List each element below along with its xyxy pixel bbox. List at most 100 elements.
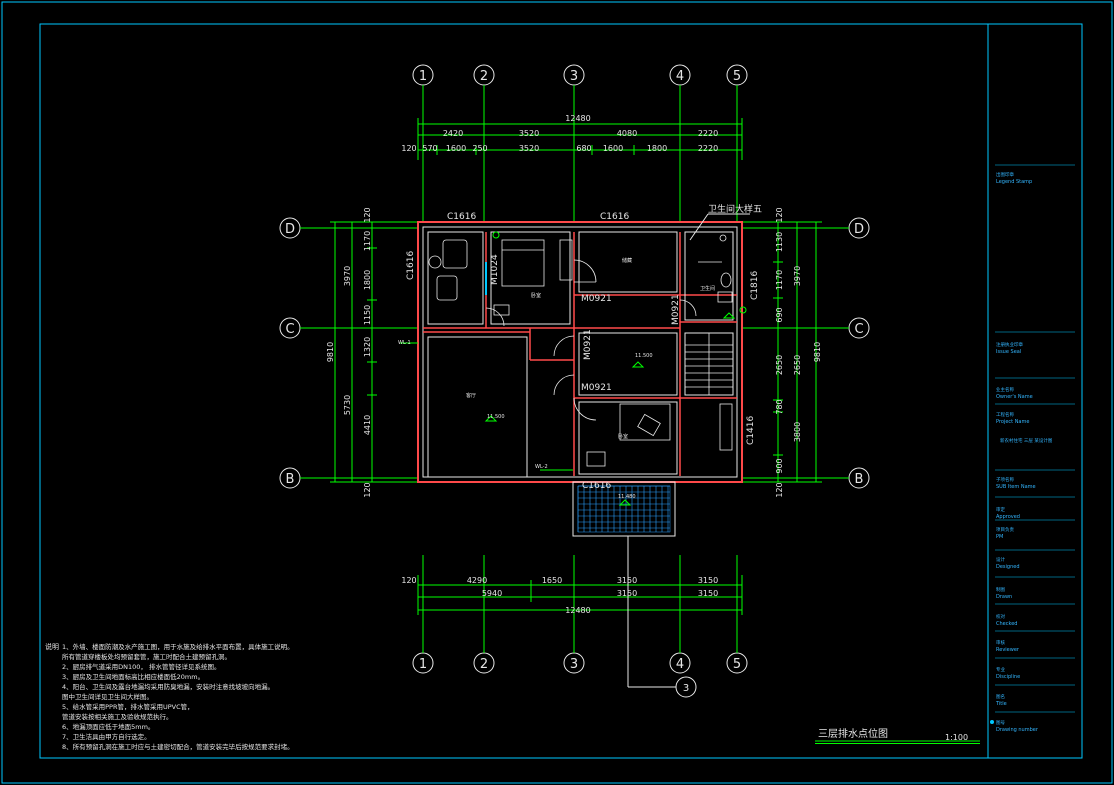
axis-bubble-4-top: 4 xyxy=(669,64,691,86)
title-field-label: 专业 xyxy=(996,666,1005,673)
svg-text:4290: 4290 xyxy=(467,576,487,585)
svg-text:120: 120 xyxy=(363,482,372,497)
floor-drain-icon xyxy=(631,361,645,368)
svg-text:3、厨房及卫生间地面标高比相应楼面低20mm。: 3、厨房及卫生间地面标高比相应楼面低20mm。 xyxy=(62,672,204,681)
svg-text:2220: 2220 xyxy=(698,129,718,138)
svg-text:3150: 3150 xyxy=(698,576,718,585)
svg-text:900: 900 xyxy=(775,458,784,473)
room-outlines xyxy=(427,231,734,478)
title-field-label: 子项名称 xyxy=(996,476,1014,483)
svg-text:120: 120 xyxy=(775,482,784,497)
axis-bubble-4-bottom: 4 xyxy=(669,652,691,674)
grid-axes-left: D C B xyxy=(279,217,301,489)
axis-bubble-3-bottom: 3 xyxy=(563,652,585,674)
svg-text:1170: 1170 xyxy=(363,231,372,251)
title-field-label-en: PM xyxy=(996,534,1003,540)
svg-text:3150: 3150 xyxy=(617,576,637,585)
svg-text:120: 120 xyxy=(401,576,416,585)
title-field-label: 工程名称 xyxy=(996,411,1014,418)
svg-text:1130: 1130 xyxy=(775,232,784,252)
exterior-wall-inner-line xyxy=(422,226,738,478)
door-label: M0921 xyxy=(583,329,593,360)
svg-text:1170: 1170 xyxy=(775,270,784,290)
window-label: C1816 xyxy=(750,271,760,300)
top-dimension-lines xyxy=(417,118,743,160)
svg-text:9810: 9810 xyxy=(326,342,335,362)
axis-bubble-3-top: 3 xyxy=(563,64,585,86)
door-label: M0921 xyxy=(581,383,612,393)
axis-bubble-2-bottom: 2 xyxy=(473,652,495,674)
svg-text:680: 680 xyxy=(576,144,591,153)
drain-points xyxy=(400,231,747,506)
notes-heading: 说明 xyxy=(45,642,59,651)
svg-text:3970: 3970 xyxy=(793,266,802,286)
svg-text:卫生间: 卫生间 xyxy=(700,285,715,292)
left-dimension-lines xyxy=(330,221,418,483)
title-field-label-en: Issue Seal xyxy=(996,349,1021,355)
axis-bubble-B-right: B xyxy=(848,467,870,489)
svg-text:3150: 3150 xyxy=(698,589,718,598)
svg-text:C: C xyxy=(285,322,294,337)
title-field-label-en: Drawn xyxy=(996,594,1012,600)
grid-axes-top: 1 2 3 4 5 xyxy=(412,64,748,86)
axis-bubble-1-top: 1 xyxy=(412,64,434,86)
svg-text:120: 120 xyxy=(401,144,416,153)
svg-text:2、厨房排气道采用DN100，: 2、厨房排气道采用DN100， 排水管管径详见系统图。 xyxy=(62,662,220,671)
svg-text:B: B xyxy=(286,472,295,487)
axis-bubble-2-top: 2 xyxy=(473,64,495,86)
axis-bubble-1-bottom: 1 xyxy=(412,652,434,674)
project-name-value: 新农村住宅 三层 某设计图 xyxy=(1000,437,1053,444)
door-label: M0921 xyxy=(581,294,612,304)
svg-text:1150: 1150 xyxy=(363,305,372,325)
svg-text:120: 120 xyxy=(775,207,784,222)
svg-text:所有管道穿楼板处均预留套管，施工时配合土建预留孔洞。: 所有管道穿楼板处均预留套管，施工时配合土建预留孔洞。 xyxy=(62,652,231,661)
svg-text:2: 2 xyxy=(480,657,488,672)
svg-text:5940: 5940 xyxy=(482,589,502,598)
svg-text:3: 3 xyxy=(570,657,578,672)
axis-bubble-5-top: 5 xyxy=(726,64,748,86)
bottom-dimension-texts: 120 4290 1650 3150 3150 5940 3150 3150 1… xyxy=(401,576,718,615)
svg-text:卫生间大样五: 卫生间大样五 xyxy=(708,203,762,215)
window-label: C1616 xyxy=(447,212,476,222)
inner-border xyxy=(39,23,1083,759)
staircase xyxy=(685,333,733,395)
top-dimension-texts: 12480 2420 3520 4080 2220 120 570 1600 2… xyxy=(401,114,718,153)
svg-text:2420: 2420 xyxy=(443,129,463,138)
title-field-label-en: Reviewer xyxy=(996,647,1020,653)
svg-text:B: B xyxy=(855,472,864,487)
title-field-label: 项目负责 xyxy=(996,526,1014,533)
detail-callout: 卫生间大样五 xyxy=(689,203,762,241)
svg-text:1600: 1600 xyxy=(603,144,623,153)
window-label: C1616 xyxy=(600,212,629,222)
title-field-label-en: Owner's Name xyxy=(996,394,1033,400)
door-swings xyxy=(485,259,697,421)
svg-text:2650: 2650 xyxy=(775,355,784,375)
title-field-label: 审核 xyxy=(996,639,1005,646)
section-marker: 3 xyxy=(627,536,697,698)
window-label: C1616 xyxy=(582,481,611,491)
floor-drain-icon xyxy=(484,415,498,422)
grid-axes-bottom: 1 2 3 4 5 xyxy=(412,652,748,674)
title-field-label-en: Designed xyxy=(996,564,1020,570)
title-field-label-en: SUB Item Name xyxy=(996,484,1036,490)
door-label: M1024 xyxy=(490,254,500,285)
svg-text:2220: 2220 xyxy=(698,144,718,153)
title-field-label: 设计 xyxy=(996,556,1005,563)
axis-bubble-C-right: C xyxy=(848,317,870,339)
opening-labels: C1616 C1616 C1616 C1816 C1416 C1616 M102… xyxy=(406,212,760,491)
window-label: C1616 xyxy=(406,251,416,280)
svg-text:690: 690 xyxy=(775,307,784,322)
furniture xyxy=(428,239,733,467)
dim-bottom-total: 12480 xyxy=(565,606,590,615)
title-field-label-en: Drawing number xyxy=(996,727,1039,733)
svg-text:WL-2: WL-2 xyxy=(535,464,548,470)
title-field-label: 审定 xyxy=(996,506,1005,513)
svg-text:管道安装按相关施工及验收规范执行。: 管道安装按相关施工及验收规范执行。 xyxy=(62,712,173,721)
svg-text:120: 120 xyxy=(363,207,372,222)
bottom-dimension-lines xyxy=(417,575,743,615)
floor-drain-icon xyxy=(722,312,736,319)
floor-plan: 客厅 卧室 储藏 卧室 卫生间 11.500 11.500 WL-1 WL-2 … xyxy=(398,221,747,537)
door-label: M0921 xyxy=(671,294,681,325)
svg-text:4: 4 xyxy=(676,69,684,84)
